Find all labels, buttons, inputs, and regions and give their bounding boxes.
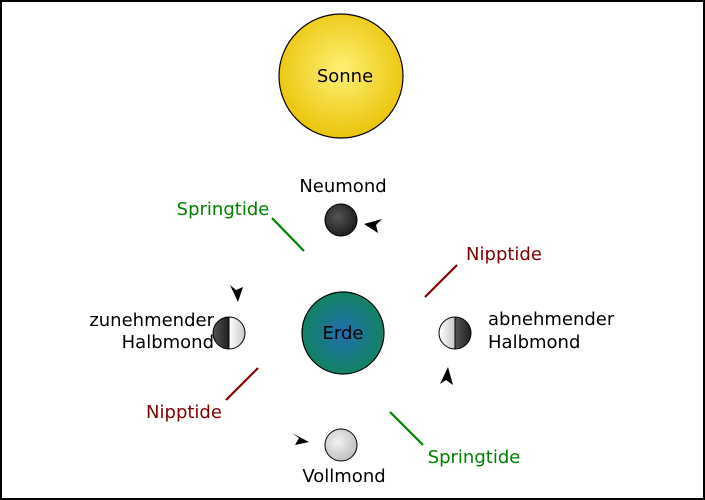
new-moon-label: Neumond — [299, 176, 386, 197]
waxing-label-line1: zunehmender — [89, 310, 214, 331]
neap-tide-label-left: Nipptide — [146, 402, 222, 423]
earth-label: Erde — [323, 323, 364, 344]
sun: Sonne — [278, 13, 404, 139]
arrowhead-icon — [440, 367, 453, 385]
sun-label: Sonne — [317, 66, 373, 87]
waning-label-line1: abnehmender — [488, 309, 615, 330]
earth: Erde — [301, 291, 385, 375]
waning-label-line2: Halbmond — [488, 332, 580, 353]
neap-tide-line-right — [424, 264, 458, 298]
neap-tide-line-left — [225, 367, 259, 401]
spring-tide-label-bottom: Springtide — [428, 447, 521, 468]
orbit-arrows — [230, 219, 453, 445]
arrowhead-icon — [292, 433, 309, 445]
spring-tide-line-bottom — [389, 411, 424, 446]
spring-tide-label-top: Springtide — [177, 199, 270, 220]
waxing-half-moon: zunehmender Halbmond — [89, 310, 246, 353]
neap-tide-label-right: Nipptide — [466, 244, 542, 265]
arrowhead-icon — [230, 285, 243, 302]
full-moon-label: Vollmond — [302, 466, 385, 487]
new-moon: Neumond — [299, 176, 387, 237]
waning-half-moon: abnehmender Halbmond — [438, 309, 615, 353]
waxing-label-line2: Halbmond — [122, 332, 214, 353]
full-moon: Vollmond — [302, 428, 386, 487]
arrowhead-icon — [364, 219, 382, 233]
spring-tide-line-top — [271, 217, 305, 252]
